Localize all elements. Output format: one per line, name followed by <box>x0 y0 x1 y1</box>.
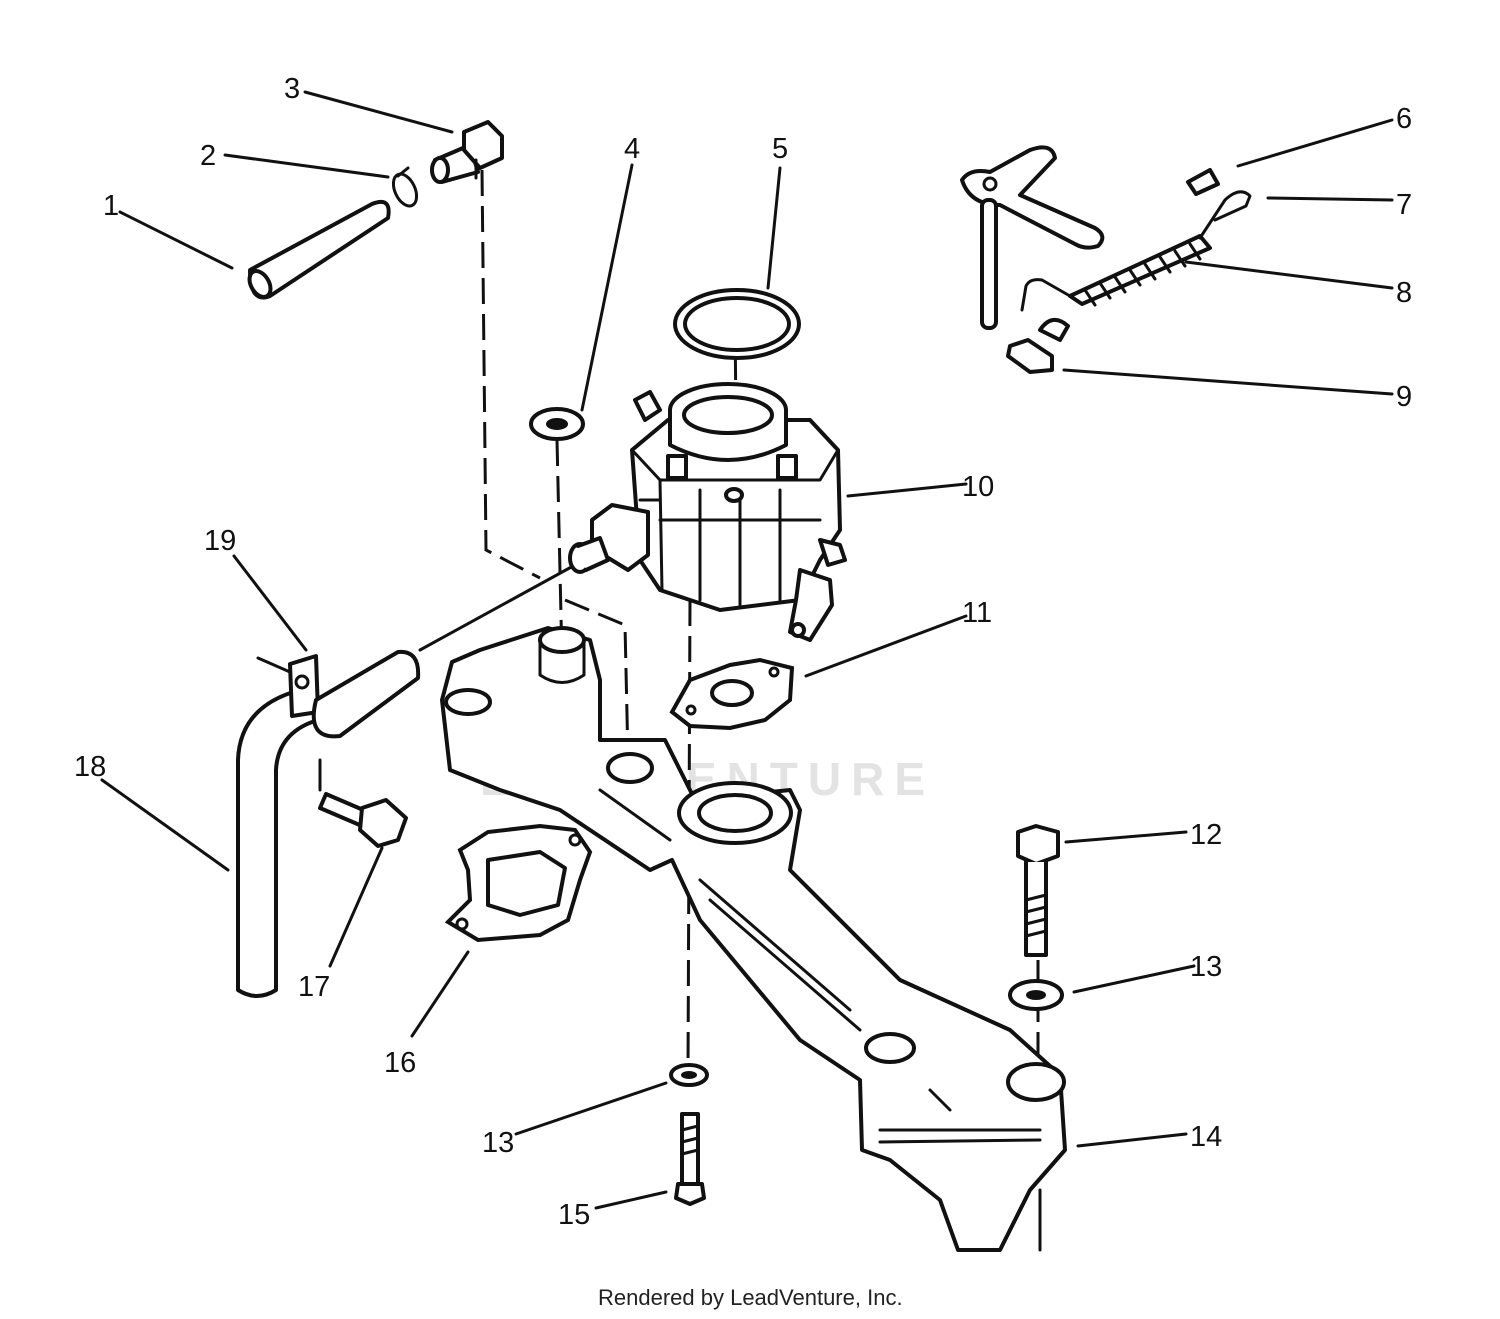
callout-17: 17 <box>298 971 330 1003</box>
washer-part-4 <box>529 407 585 441</box>
elbow-fitting-part-3 <box>430 120 504 184</box>
footer-credit: Rendered by LeadVenture, Inc. <box>598 1285 903 1310</box>
callout-1: 1 <box>103 190 119 222</box>
bolt-part-15 <box>674 1112 706 1206</box>
callout-14: 14 <box>1190 1121 1222 1153</box>
callout-13-upper: 13 <box>1190 951 1222 983</box>
callout-12: 12 <box>1190 819 1222 851</box>
callout-5: 5 <box>772 133 788 165</box>
bolt-part-12 <box>1016 824 1060 957</box>
throttle-linkage-parts-6-9 <box>960 145 1252 374</box>
breather-tube-part-18 <box>236 688 320 998</box>
callout-10: 10 <box>962 471 994 503</box>
callout-11: 11 <box>962 597 992 629</box>
carb-gasket-part-11 <box>669 657 795 731</box>
callout-8: 8 <box>1396 277 1412 309</box>
callout-13-lower: 13 <box>482 1127 514 1159</box>
hose-bracket-part-19 <box>256 649 421 792</box>
callout-2: 2 <box>200 140 216 172</box>
washer-part-13-lower <box>669 1063 709 1087</box>
callout-19: 19 <box>204 525 236 557</box>
fuel-hose-part-1 <box>247 199 391 300</box>
callout-18: 18 <box>74 751 106 783</box>
manifold-gasket-part-16 <box>444 823 593 943</box>
bolt-part-17 <box>318 792 408 848</box>
callout-16: 16 <box>384 1047 416 1079</box>
carburetor-part-10 <box>568 382 847 642</box>
intake-manifold-part-14 <box>440 626 1067 1252</box>
callout-6: 6 <box>1396 103 1412 135</box>
callout-15: 15 <box>558 1199 590 1231</box>
hose-clamp-part-2 <box>391 166 419 208</box>
callout-4: 4 <box>624 133 640 165</box>
callout-3: 3 <box>284 73 300 105</box>
o-ring-part-5 <box>673 288 801 360</box>
callout-7: 7 <box>1396 189 1412 221</box>
callout-labels: 1 2 3 4 5 6 7 8 9 10 11 12 13 14 13 15 1… <box>74 73 1412 1231</box>
callout-9: 9 <box>1396 381 1412 413</box>
washer-part-13-upper <box>1008 979 1064 1011</box>
leader-lines <box>100 90 1394 1210</box>
